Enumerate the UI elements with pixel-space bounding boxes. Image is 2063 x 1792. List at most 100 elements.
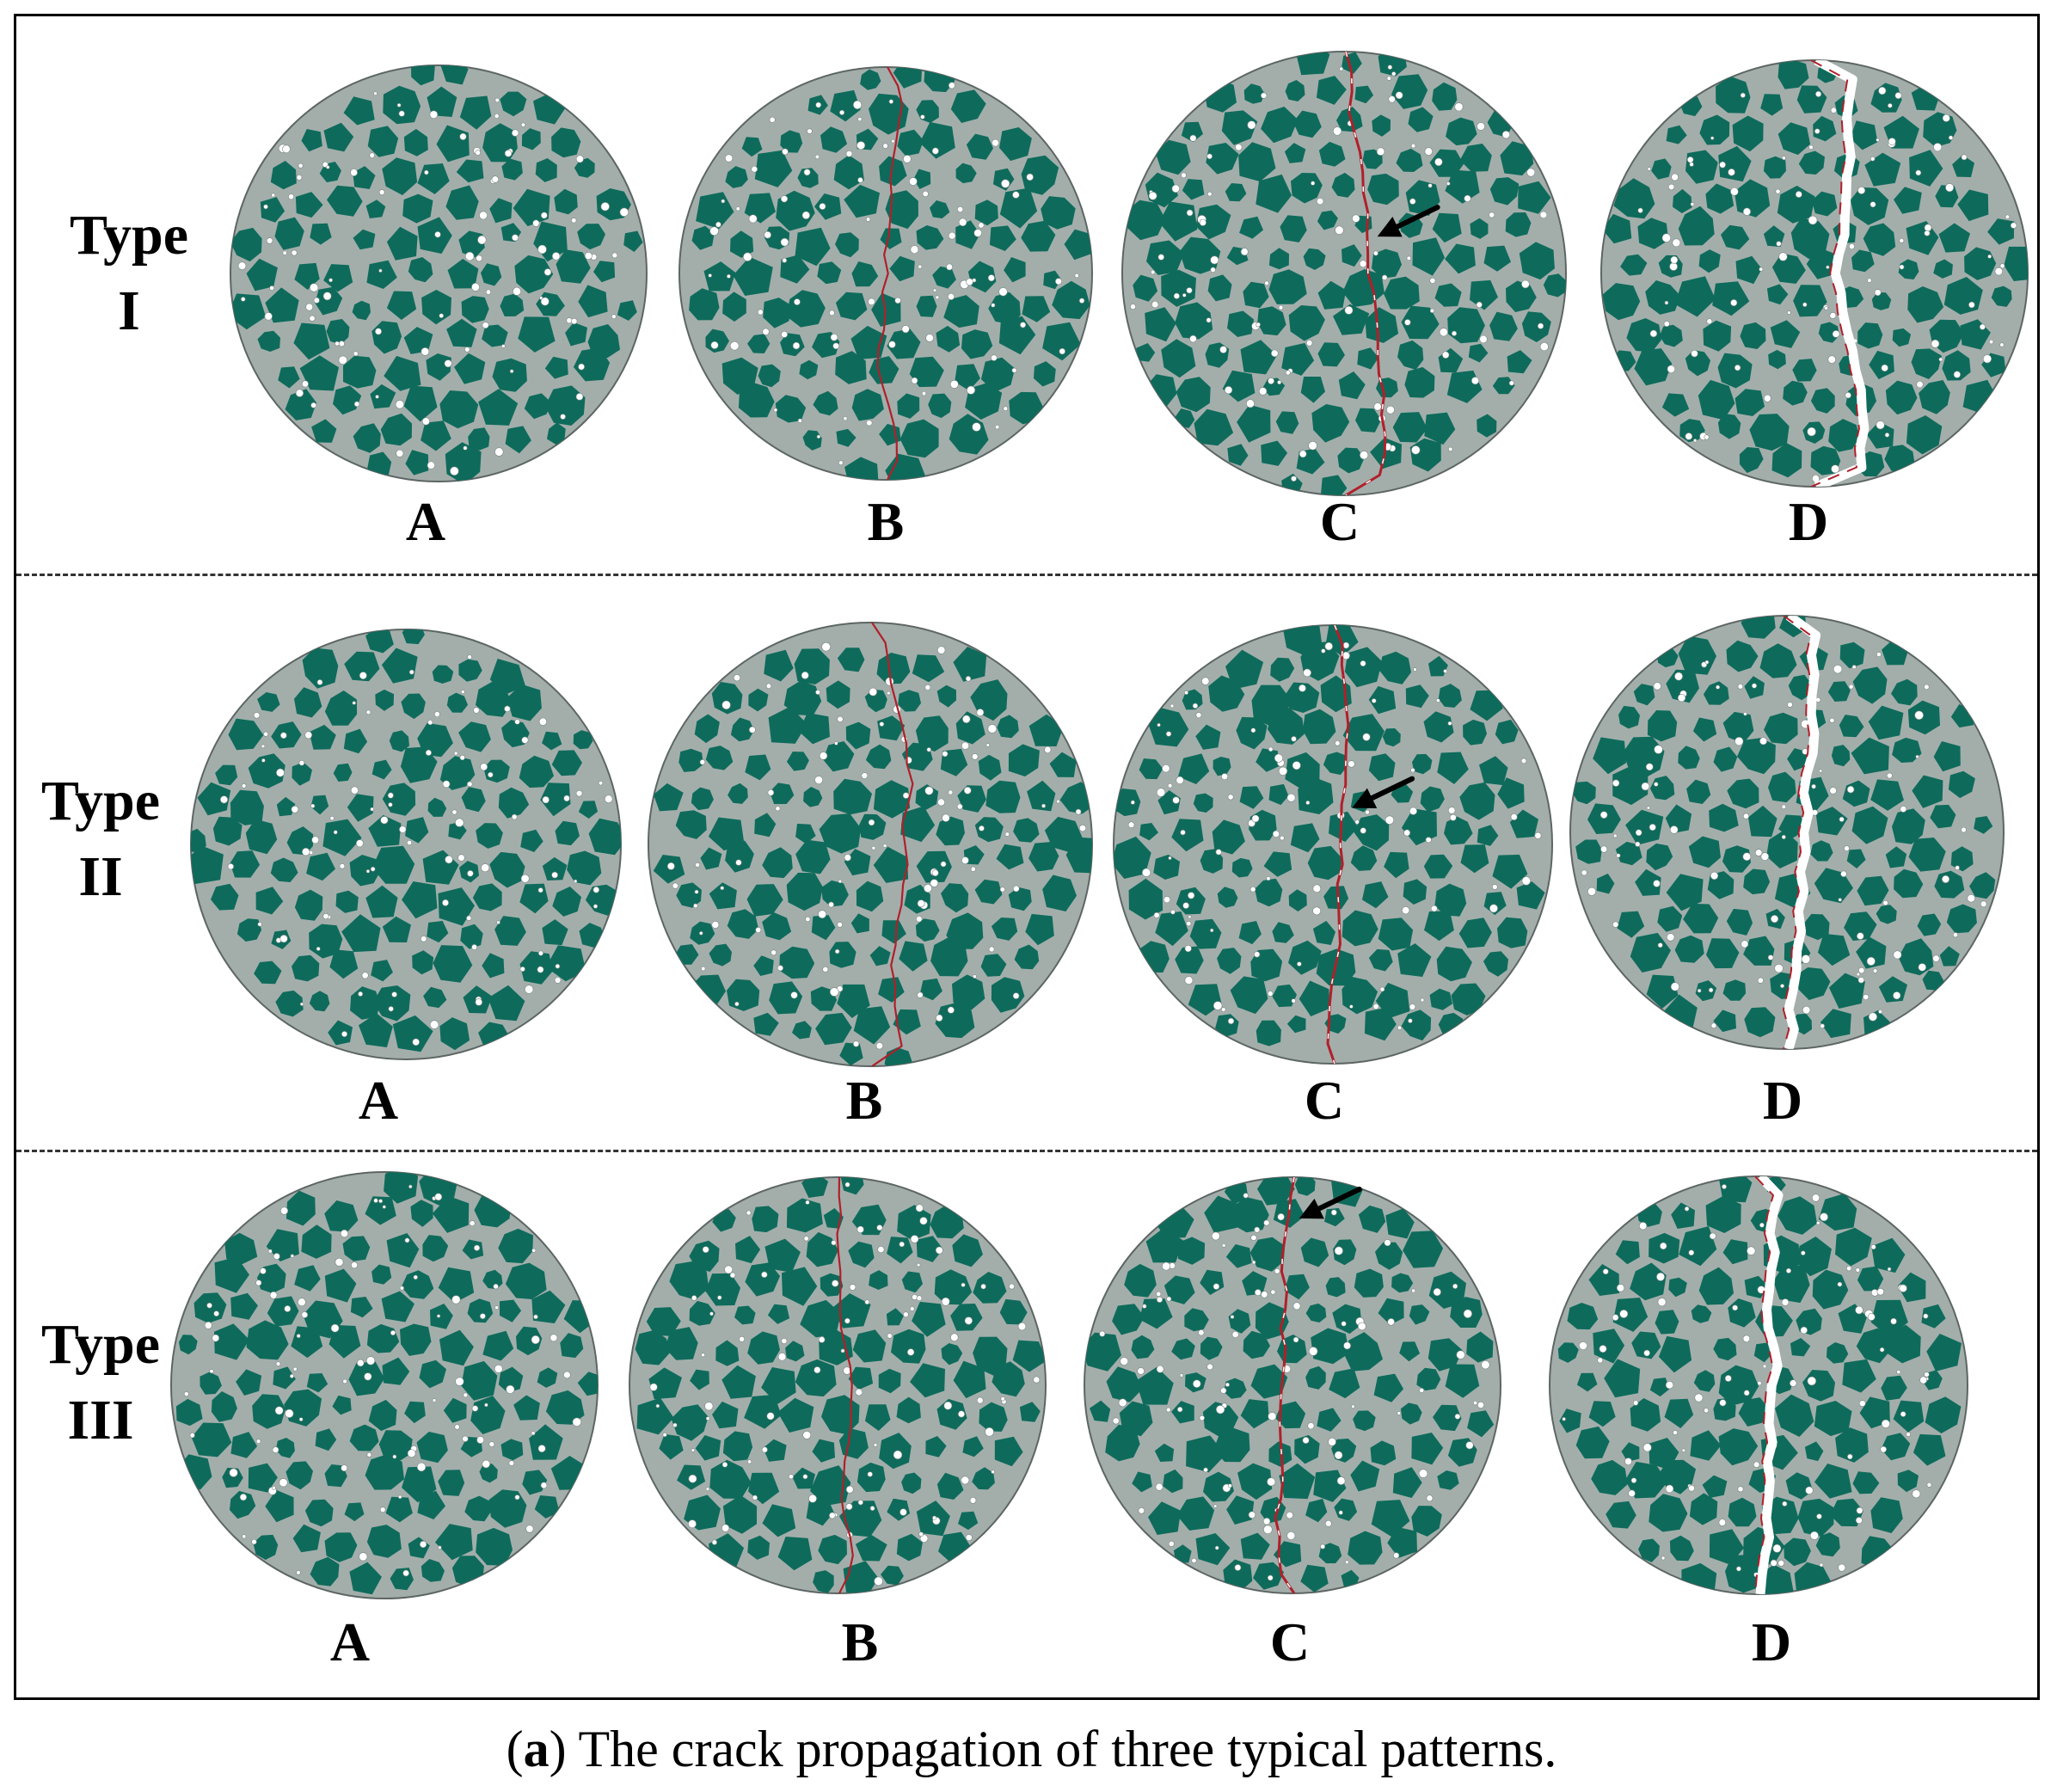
aggregate-particle — [1567, 1303, 1599, 1330]
pore — [715, 221, 721, 228]
aggregate-particle — [1341, 1569, 1360, 1588]
pore — [1408, 1018, 1413, 1023]
aggregate-particle — [1897, 1272, 1926, 1303]
aggregate-particle — [365, 885, 398, 918]
pore — [920, 114, 925, 120]
pore — [988, 946, 995, 953]
aggregate-particle — [1128, 878, 1164, 920]
pore — [1808, 144, 1814, 150]
pore — [828, 1512, 836, 1519]
pore — [494, 1364, 503, 1373]
pore — [1344, 305, 1354, 315]
aggregate-particle — [623, 230, 643, 252]
pore — [1933, 143, 1943, 152]
pore — [1165, 731, 1172, 737]
pore — [1697, 988, 1702, 993]
aggregate-particle — [1593, 737, 1626, 775]
pore — [1267, 1477, 1276, 1487]
aggregate-particle — [1177, 1237, 1206, 1265]
pore — [1291, 998, 1296, 1003]
pore — [917, 899, 925, 908]
pore — [473, 1244, 481, 1251]
pore — [1473, 1400, 1478, 1406]
aggregate-particle — [304, 1499, 334, 1527]
aggregate-particle — [1839, 715, 1864, 738]
pore — [1280, 835, 1285, 841]
pore — [724, 1265, 734, 1274]
pore — [365, 1356, 376, 1365]
aggregate-particle — [1863, 223, 1896, 256]
pore — [1141, 868, 1151, 877]
aggregate-particle — [275, 990, 304, 1017]
pore — [551, 871, 558, 879]
aggregate-particle — [725, 166, 748, 188]
pore — [1994, 267, 2004, 276]
pore — [464, 347, 470, 353]
aggregate-particle — [1557, 1342, 1579, 1363]
pore — [1312, 884, 1322, 893]
aggregate-particle — [349, 1424, 379, 1451]
aggregate-particle — [1492, 377, 1515, 395]
aggregate-particle — [1727, 778, 1759, 809]
pore — [865, 217, 871, 222]
aggregate-particle — [880, 228, 902, 249]
aggregate-particle — [955, 163, 977, 184]
aggregate-particle — [306, 852, 335, 881]
aggregate-particle — [552, 887, 581, 917]
aggregate-particle — [267, 1296, 299, 1327]
pore — [1137, 1367, 1145, 1375]
pore — [1751, 683, 1758, 689]
aggregate-particle — [1041, 196, 1076, 230]
pore — [466, 915, 472, 921]
pore — [1277, 1212, 1285, 1221]
aggregate-particle — [1021, 155, 1059, 195]
aggregate-particle — [1354, 814, 1390, 851]
pore — [1443, 669, 1447, 673]
aggregate-particle — [1164, 1275, 1195, 1304]
aggregate-particle — [439, 1017, 470, 1051]
pore — [480, 763, 488, 771]
pore — [1916, 380, 1924, 389]
pore — [408, 669, 414, 675]
aggregate-particle — [1428, 655, 1448, 677]
pore — [1491, 884, 1498, 890]
pore — [1681, 1448, 1686, 1452]
aggregate-particle — [519, 951, 553, 985]
pore — [1406, 255, 1412, 261]
aggregate-particle — [433, 945, 473, 983]
aggregate-particle — [1798, 150, 1825, 175]
aggregate-particle — [1850, 120, 1878, 150]
pore — [531, 1431, 536, 1436]
aggregate-particle — [715, 1340, 740, 1366]
aggregate-particle — [1466, 1331, 1494, 1363]
pore — [1632, 1400, 1639, 1406]
aggregate-particle — [864, 689, 887, 713]
aggregate-particle — [1106, 1366, 1143, 1402]
panel-type-3-c — [1067, 1160, 1518, 1611]
pore — [734, 1001, 740, 1007]
pore — [1264, 280, 1269, 286]
pore — [1268, 377, 1274, 384]
pore — [460, 690, 465, 694]
pore — [282, 144, 291, 154]
pore — [1777, 1560, 1785, 1567]
pore — [1342, 641, 1350, 649]
aggregate-particle — [1664, 1398, 1694, 1428]
pore — [295, 389, 304, 397]
pore — [655, 1403, 660, 1408]
aggregate-particle — [835, 232, 859, 258]
aggregate-particle — [1766, 830, 1798, 868]
pore — [666, 862, 675, 870]
aggregate-particle — [753, 1012, 779, 1036]
aggregate-particle — [1658, 1335, 1692, 1373]
pore — [1189, 334, 1197, 343]
pore — [388, 1006, 394, 1012]
pore — [1291, 736, 1297, 742]
pore — [1286, 793, 1296, 802]
pore — [814, 776, 824, 784]
aggregate-particle — [329, 949, 359, 979]
aggregate-particle — [1717, 353, 1753, 389]
aggregate-particle — [1133, 274, 1158, 302]
pore — [442, 899, 449, 906]
aggregate-particle — [1934, 870, 1965, 899]
